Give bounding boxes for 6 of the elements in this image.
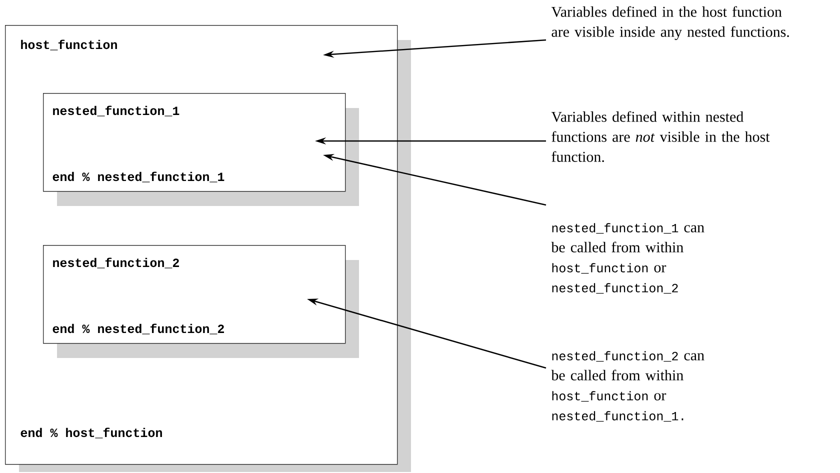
note-text: nested_function_1 can be called from within host_function or nested_function_2	[551, 223, 704, 294]
nested-function-box: nested_function_1 end % nested_function_1	[43, 93, 359, 206]
nested-function-box: nested_function_2 end % nested_function_2	[43, 245, 359, 358]
note-text: Variables defined within nested functions are not visible in the host function.	[551, 111, 770, 162]
note-text: Variables defined in the host function are visible inside any nested functions.	[551, 6, 789, 40]
note-text: nested_function_2 can be called from within host_function or nested_function_1.	[551, 351, 704, 422]
